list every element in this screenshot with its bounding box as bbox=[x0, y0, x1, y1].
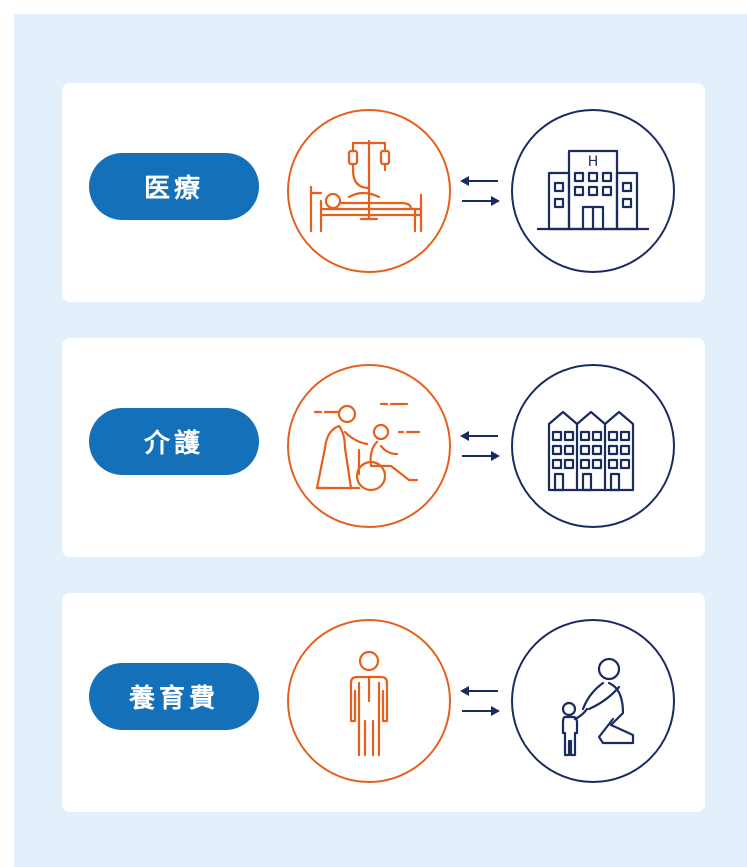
label-pill-child-support: 養育費 bbox=[89, 663, 259, 730]
parent-child-icon bbox=[511, 619, 675, 783]
care-facility-icon bbox=[511, 364, 675, 528]
svg-text:H: H bbox=[588, 154, 599, 170]
exchange-arrows-icon bbox=[460, 686, 500, 716]
card-medical: 医療 bbox=[62, 83, 705, 302]
label-pill-medical: 医療 bbox=[89, 153, 259, 220]
wheelchair-caregiver-icon bbox=[287, 364, 451, 528]
exchange-arrows-icon bbox=[460, 431, 500, 461]
card-nursing-care: 介護 bbox=[62, 338, 705, 557]
standing-person-icon bbox=[287, 619, 451, 783]
card-child-support: 養育費 bbox=[62, 593, 705, 812]
label-pill-nursing-care: 介護 bbox=[89, 408, 259, 475]
hospital-bed-iv-icon bbox=[287, 109, 451, 273]
exchange-arrows-icon bbox=[460, 176, 500, 206]
hospital-building-icon: H bbox=[511, 109, 675, 273]
